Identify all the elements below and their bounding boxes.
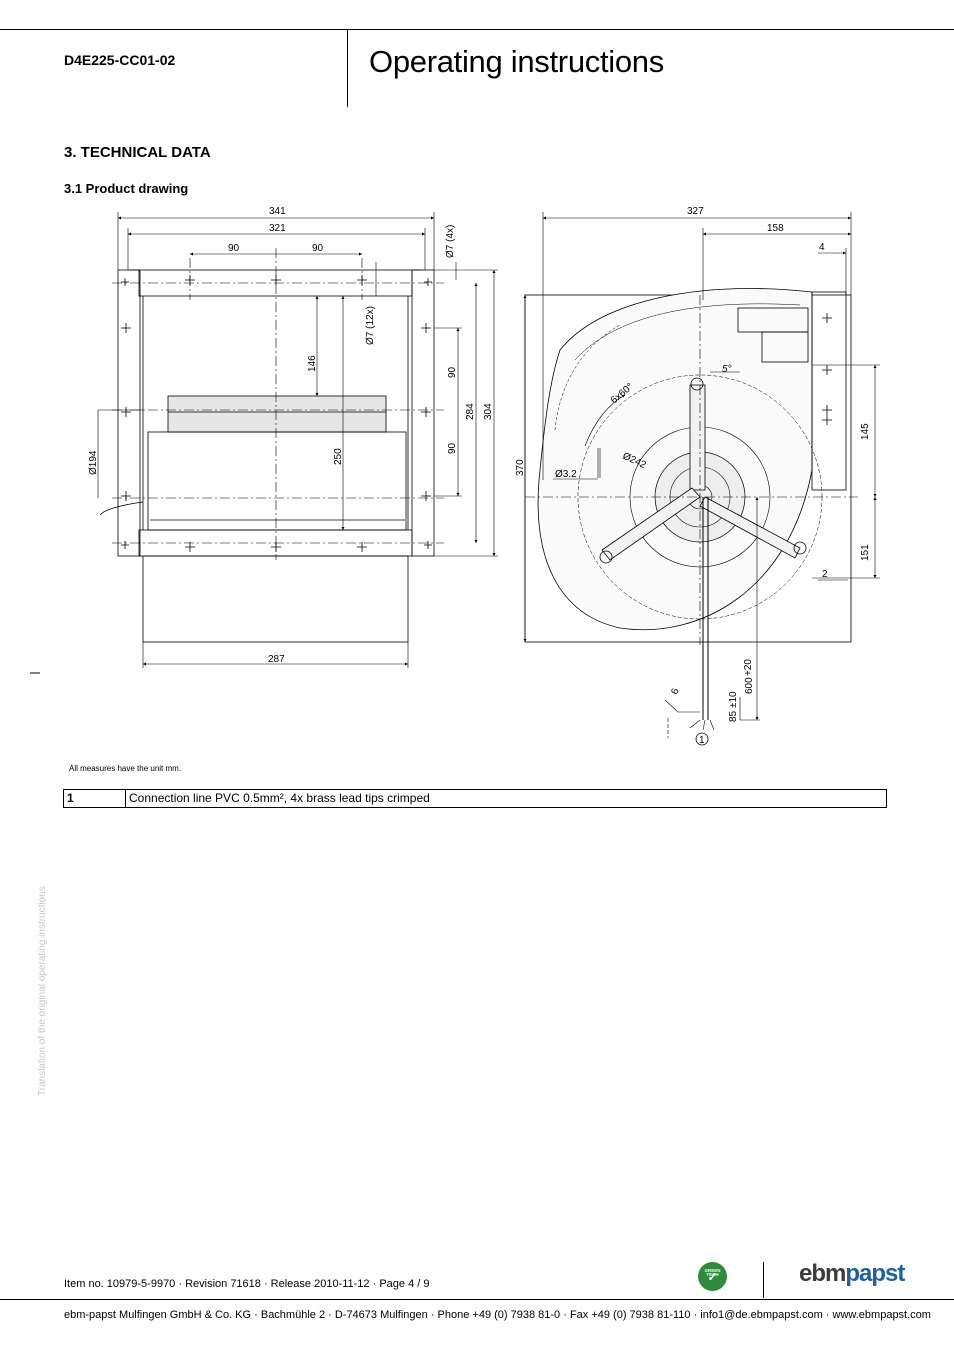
footer-rule: [0, 1299, 954, 1300]
dim-146: 146: [307, 355, 318, 372]
front-view: [97, 212, 498, 668]
brand-logo: ebmpapst: [799, 1260, 905, 1288]
check-icon: ✓: [707, 1270, 718, 1284]
subsection-title: 3.1 Product drawing: [64, 181, 189, 196]
model-number: D4E225-CC01-02: [64, 52, 176, 68]
dim-6: 6: [669, 687, 681, 696]
dim-151: 151: [860, 544, 871, 561]
legend-table: 1 Connection line PVC 0.5mm², 4x brass l…: [63, 789, 887, 808]
page-title: Operating instructions: [369, 44, 664, 79]
dim-85: 85: [728, 710, 739, 722]
footer-address: ebm-papst Mulfingen GmbH & Co. KG · Bach…: [64, 1309, 931, 1321]
dim-287: 287: [268, 654, 285, 665]
dim-600-tol: +20: [743, 659, 754, 676]
dim-250: 250: [333, 448, 344, 465]
dim-90c: 90: [447, 366, 458, 378]
dim-284: 284: [465, 403, 476, 420]
dim-5deg: 5°: [722, 364, 732, 375]
legend-number: 1: [63, 789, 126, 808]
drawing-labels: 341 321 90 90 Ø7 (4x) Ø7 (12x) 146 250 Ø…: [88, 206, 871, 746]
translation-note: Translation of the original operating in…: [37, 886, 48, 1096]
badge-line-1: GREEN: [704, 1268, 721, 1273]
dim-158: 158: [767, 223, 784, 234]
dim-7x4: Ø7 (4x): [445, 225, 456, 258]
dim-321: 321: [269, 223, 286, 234]
section-title: 3. TECHNICAL DATA: [64, 144, 211, 161]
dim-4: 4: [819, 242, 825, 253]
footer-divider: [763, 1262, 764, 1298]
product-drawing: 341 321 90 90 Ø7 (4x) Ø7 (12x) 146 250 Ø…: [30, 206, 880, 746]
dim-327: 327: [687, 206, 704, 217]
header-divider: [347, 29, 348, 107]
side-view: [523, 212, 880, 746]
units-note: All measures have the unit mm.: [69, 764, 182, 773]
dim-370: 370: [515, 459, 526, 476]
dim-90d: 90: [447, 442, 458, 454]
dim-7x12: Ø7 (12x): [365, 306, 376, 345]
dim-90b: 90: [312, 243, 324, 254]
dim-304: 304: [483, 403, 494, 420]
callout-1: 1: [699, 735, 705, 746]
brand-part-b: papst: [845, 1260, 905, 1287]
dim-85-tol: ±10: [728, 691, 739, 708]
green-tech-badge: GREEN TECH ✓: [698, 1262, 727, 1291]
brand-part-a: ebm: [799, 1260, 846, 1287]
header-rule: [0, 29, 954, 30]
badge-line-2: TECH: [706, 1272, 719, 1277]
legend-text: Connection line PVC 0.5mm², 4x brass lea…: [125, 789, 887, 808]
dim-600: 600: [744, 677, 755, 694]
table-row: 1 Connection line PVC 0.5mm², 4x brass l…: [63, 789, 887, 808]
dim-145: 145: [860, 423, 871, 440]
dim-341: 341: [269, 206, 286, 217]
dim-2: 2: [822, 569, 828, 580]
dim-194: Ø194: [88, 450, 99, 475]
dim-90a: 90: [228, 243, 240, 254]
dim-32: Ø3.2: [555, 469, 577, 480]
footer-item-info: Item no. 10979-5-9970 · Revision 71618 ·…: [64, 1278, 430, 1290]
